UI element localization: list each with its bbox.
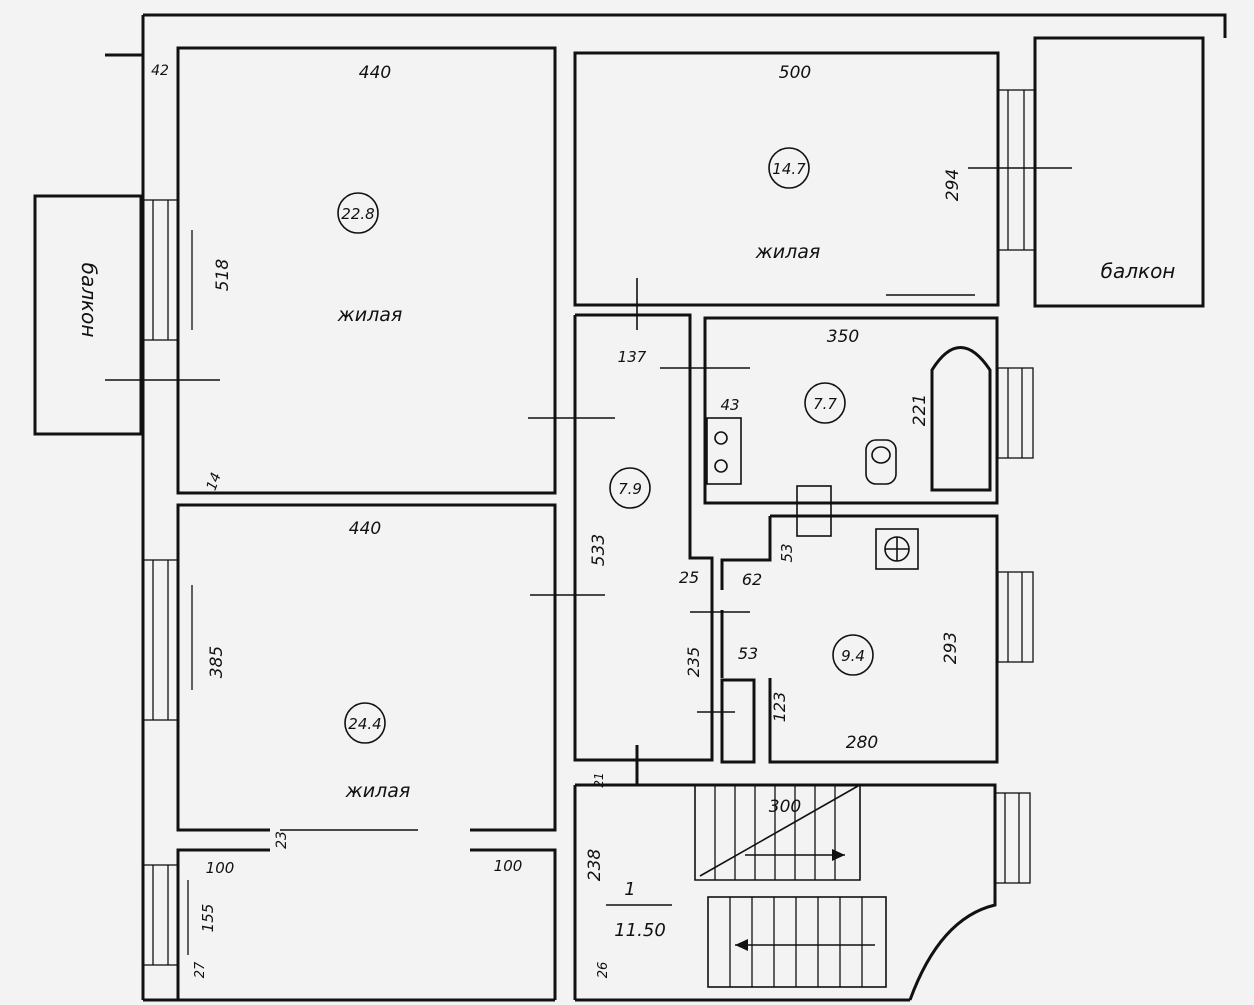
room-3: 24.4 жилая 440 385 bbox=[176, 503, 605, 832]
room-2-type: жилая bbox=[755, 241, 821, 263]
room-2-area-circle bbox=[768, 147, 810, 189]
cabinet bbox=[720, 678, 756, 764]
room-5-depth: 221 bbox=[910, 394, 930, 426]
room-2-area: 14.7 bbox=[772, 160, 806, 178]
balcony-left: балкон bbox=[33, 194, 220, 436]
stair-width: 300 bbox=[769, 797, 801, 817]
room-6: 9.4 280 293 bbox=[690, 485, 999, 764]
room-1-area-circle bbox=[337, 192, 379, 234]
toilet-icon bbox=[865, 439, 897, 485]
dim-53-b: 53 bbox=[738, 644, 758, 663]
windows bbox=[142, 89, 1036, 966]
room-2: 14.7 жилая 500 294 bbox=[573, 51, 1000, 330]
dim-155: 155 bbox=[199, 904, 217, 933]
room-2-width: 500 bbox=[779, 63, 811, 83]
room-4-area: 7.9 bbox=[618, 480, 642, 498]
dim-14: 14 bbox=[204, 471, 225, 493]
room-6-width: 280 bbox=[846, 733, 878, 753]
room-3-width: 440 bbox=[349, 519, 381, 539]
room-4-depth: 533 bbox=[589, 534, 609, 566]
balcony-right-label: балкон bbox=[1101, 259, 1176, 283]
dim-235: 235 bbox=[684, 647, 703, 678]
sink-icon bbox=[706, 417, 742, 485]
room-6-area: 9.4 bbox=[841, 647, 865, 665]
dim-100-b: 100 bbox=[494, 857, 523, 875]
dim-62: 62 bbox=[742, 570, 762, 589]
room-6-depth: 293 bbox=[941, 632, 961, 664]
stair-steps-upper bbox=[714, 785, 836, 880]
vent-icon bbox=[796, 485, 832, 537]
room-1-area: 22.8 bbox=[341, 205, 374, 223]
stair-depth: 238 bbox=[585, 849, 605, 882]
room-1: 22.8 жилая 440 518 bbox=[176, 46, 615, 495]
dim-123: 123 bbox=[770, 692, 789, 723]
room-4: 7.9 533 bbox=[573, 313, 714, 762]
stair-number: 1 bbox=[624, 879, 635, 900]
room-5: 7.7 350 221 bbox=[660, 316, 999, 505]
balcony-right: балкон bbox=[968, 36, 1205, 308]
stairwell: 1 11.50 300 238 bbox=[573, 745, 997, 1001]
stair-area: 11.50 bbox=[614, 920, 666, 941]
dim-21: 21 bbox=[592, 772, 606, 787]
room-3-area: 24.4 bbox=[348, 715, 381, 733]
dim-100-a: 100 bbox=[206, 859, 235, 877]
dimension-labels: 42 14 137 43 25 62 53 53 235 123 23 100 … bbox=[151, 63, 796, 978]
room-2-depth: 294 bbox=[943, 169, 963, 201]
dim-42: 42 bbox=[151, 63, 169, 79]
dim-27: 27 bbox=[193, 961, 208, 978]
stair-steps-lower bbox=[729, 897, 863, 987]
room-6-area-circle bbox=[832, 634, 874, 676]
room-1-width: 440 bbox=[359, 63, 391, 83]
room-1-depth: 518 bbox=[213, 259, 233, 292]
room-1-type: жилая bbox=[337, 304, 403, 326]
hall-lower bbox=[143, 848, 910, 1002]
bathtub-icon bbox=[930, 346, 992, 492]
dim-23: 23 bbox=[274, 831, 290, 849]
room-4-area-circle bbox=[609, 467, 651, 509]
room-3-depth: 385 bbox=[207, 646, 227, 678]
outer-walls bbox=[105, 13, 1227, 1000]
dim-43: 43 bbox=[720, 396, 739, 414]
room-5-width: 350 bbox=[827, 327, 859, 347]
room-3-area-circle bbox=[344, 702, 386, 744]
room-3-type: жилая bbox=[345, 780, 411, 802]
balcony-left-label: балкон bbox=[77, 263, 101, 338]
dim-25: 25 bbox=[679, 568, 699, 587]
room-5-area: 7.7 bbox=[813, 395, 837, 413]
dim-53-a: 53 bbox=[778, 543, 796, 562]
dim-26: 26 bbox=[596, 962, 611, 979]
dim-137: 137 bbox=[618, 348, 647, 366]
room-5-area-circle bbox=[804, 382, 846, 424]
balcony-left-outline bbox=[33, 194, 143, 436]
stove-icon bbox=[875, 528, 919, 570]
